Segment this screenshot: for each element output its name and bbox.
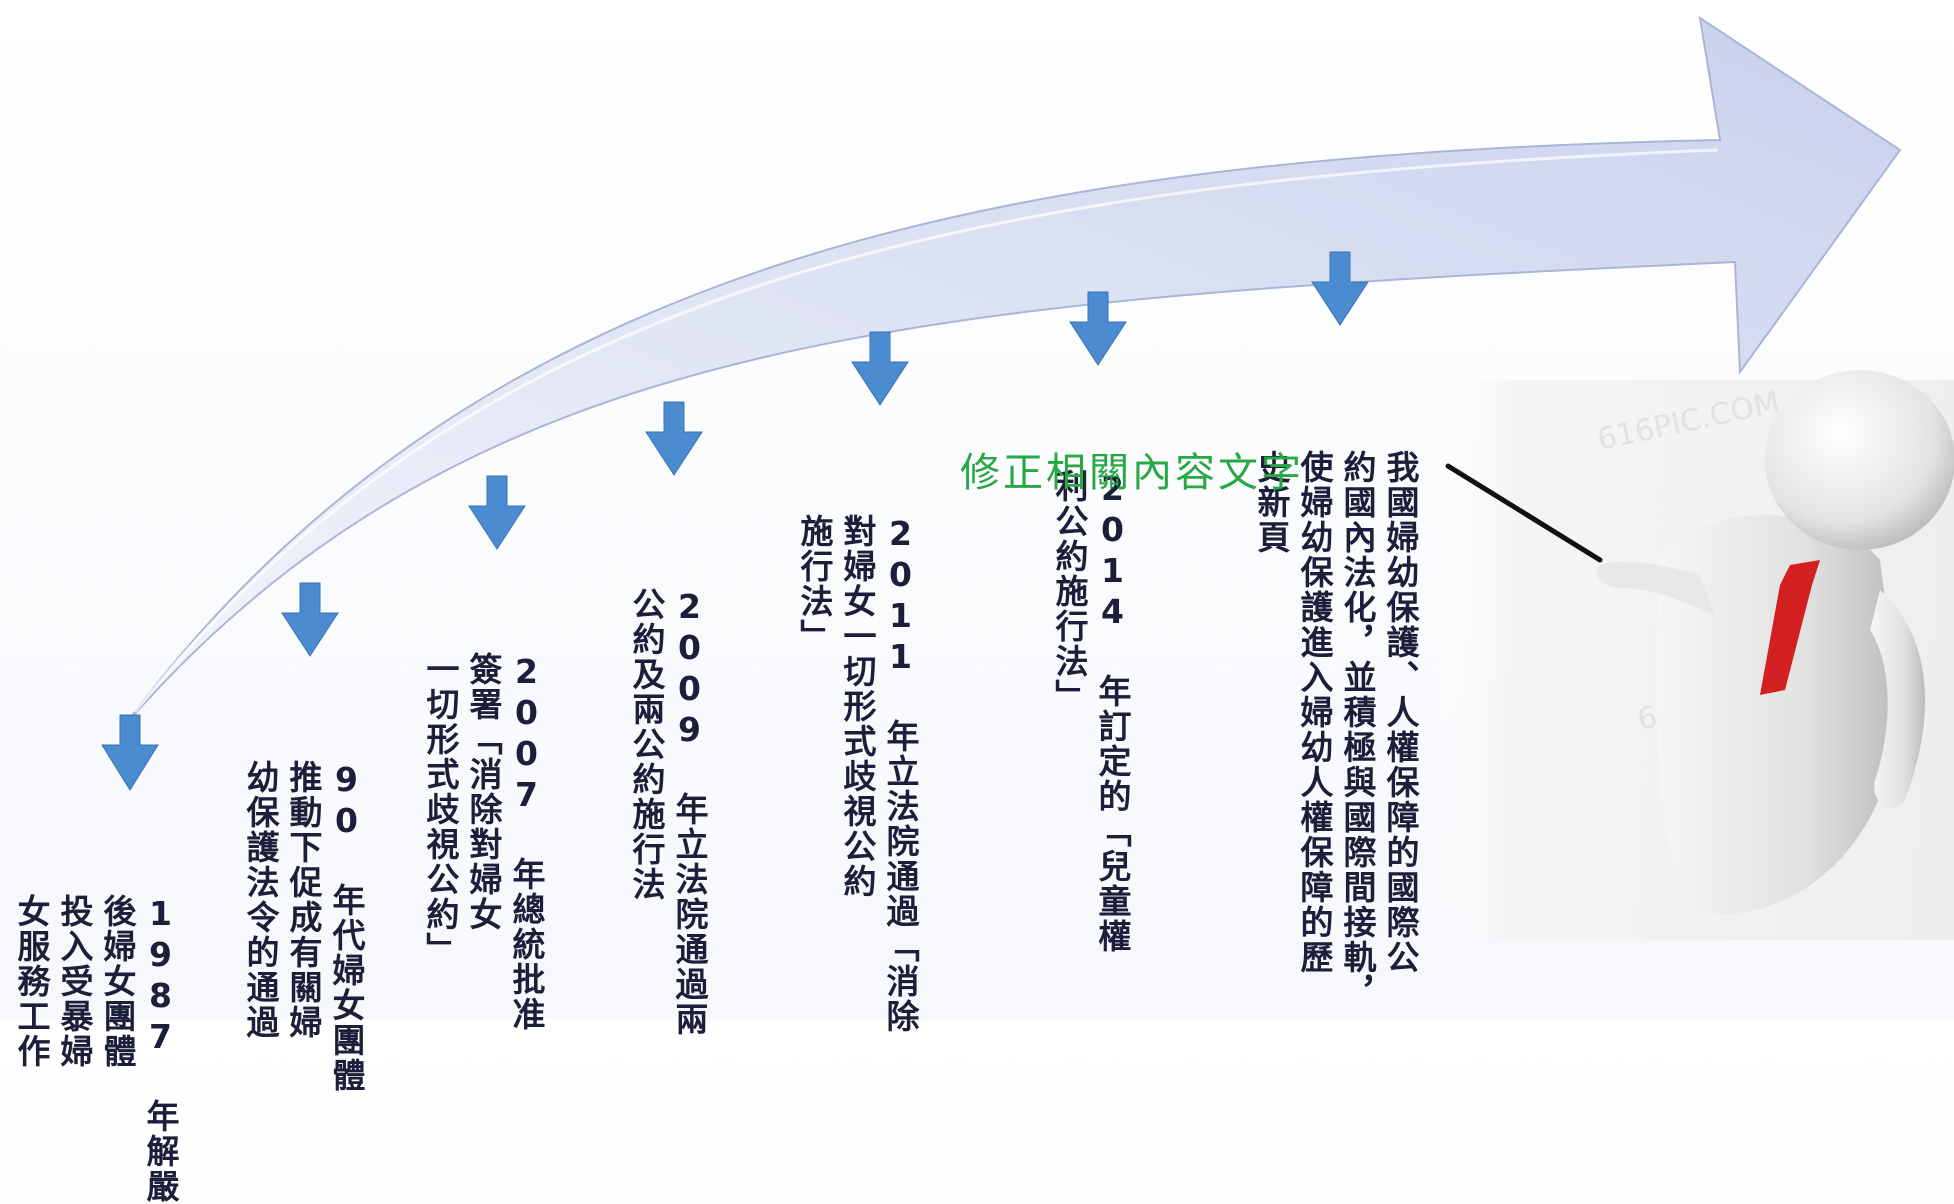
presenter-pointing-arm: [1596, 562, 1715, 615]
milestone-1987-line-4: 女服務工作: [12, 894, 51, 1069]
milestone-90s-line-2: 推動下促成有關婦: [284, 760, 323, 1040]
milestone-result-text: 我國婦幼保護、人權保障的國際公 約國內法化，並積極與國際間接軌， 使婦幼保護進入…: [1250, 368, 1465, 1010]
down-arrow-result: [1311, 251, 1369, 326]
milestone-result-line-4: 史新頁: [1252, 450, 1291, 555]
down-arrow-90s: [281, 582, 339, 657]
milestone-90s-line-3: 幼保護法令的通過: [241, 760, 280, 1040]
milestone-2007-line-1: 2007 年總統批准: [507, 652, 546, 1032]
milestone-2014-line-1: 2014 年訂定的「兒童權: [1093, 469, 1132, 954]
milestone-1987-line-1: 1987 年解嚴: [141, 894, 180, 1204]
down-arrow-2009: [645, 401, 703, 476]
milestone-2014-line-2: 利公約施行法」: [1050, 469, 1089, 714]
milestone-2011-text: 2011 年立法院通過「消除 對婦女一切形式歧視公約 施行法」: [793, 432, 965, 1034]
presenter-figure: [1445, 370, 1954, 915]
down-arrow-2014: [1069, 291, 1127, 366]
down-arrow-2007: [468, 475, 526, 550]
milestone-2009-text: 2009 年立法院通過兩 公約及兩公約施行法: [625, 505, 754, 1037]
milestone-result-line-3: 使婦幼保護進入婦幼人權保障的歷: [1295, 450, 1334, 975]
milestone-1987-text: 1987 年解嚴 後婦女團體 投入受暴婦 女服務工作: [10, 812, 225, 1204]
milestone-2007-text: 2007 年總統批准 簽署「消除對婦女 一切形式歧視公約」: [419, 570, 591, 1032]
pointer-stick: [1445, 463, 1603, 563]
presenter-left-arm: [1870, 590, 1926, 809]
presenter-tie: [1760, 560, 1820, 695]
milestone-2011-line-1: 2011 年立法院通過「消除: [881, 514, 920, 1034]
milestone-2014-text: 2014 年訂定的「兒童權 利公約施行法」: [1048, 387, 1177, 954]
milestone-2011-line-2: 對婦女一切形式歧視公約: [838, 514, 877, 899]
milestone-2007-line-2: 簽署「消除對婦女: [464, 652, 503, 932]
big-curved-arrow: [124, 15, 1902, 726]
milestone-2011-line-3: 施行法」: [795, 514, 834, 654]
milestone-1987-line-2: 後婦女團體: [98, 894, 137, 1069]
milestone-2009-line-1: 2009 年立法院通過兩: [670, 587, 709, 1037]
milestone-90s-text: 90 年代婦女團體 推動下促成有關婦 幼保護法令的通過: [239, 678, 411, 1093]
milestone-result-line-1: 我國婦幼保護、人權保障的國際公: [1381, 450, 1420, 975]
down-arrow-1987: [101, 714, 159, 791]
milestone-90s-line-1: 90 年代婦女團體: [327, 760, 366, 1093]
presenter-body: [1656, 515, 1900, 915]
milestone-2009-line-2: 公約及兩公約施行法: [627, 587, 666, 902]
overlay-note: 修正相關內容文字: [960, 450, 1304, 496]
down-arrow-2011: [851, 331, 909, 406]
milestone-result-line-2: 約國內法化，並積極與國際間接軌，: [1338, 450, 1377, 1010]
big-arrow-highlight: [133, 148, 1719, 713]
presenter-head: [1765, 370, 1954, 550]
milestone-2007-line-3: 一切形式歧視公約」: [421, 652, 460, 967]
milestone-1987-line-3: 投入受暴婦: [55, 894, 94, 1069]
